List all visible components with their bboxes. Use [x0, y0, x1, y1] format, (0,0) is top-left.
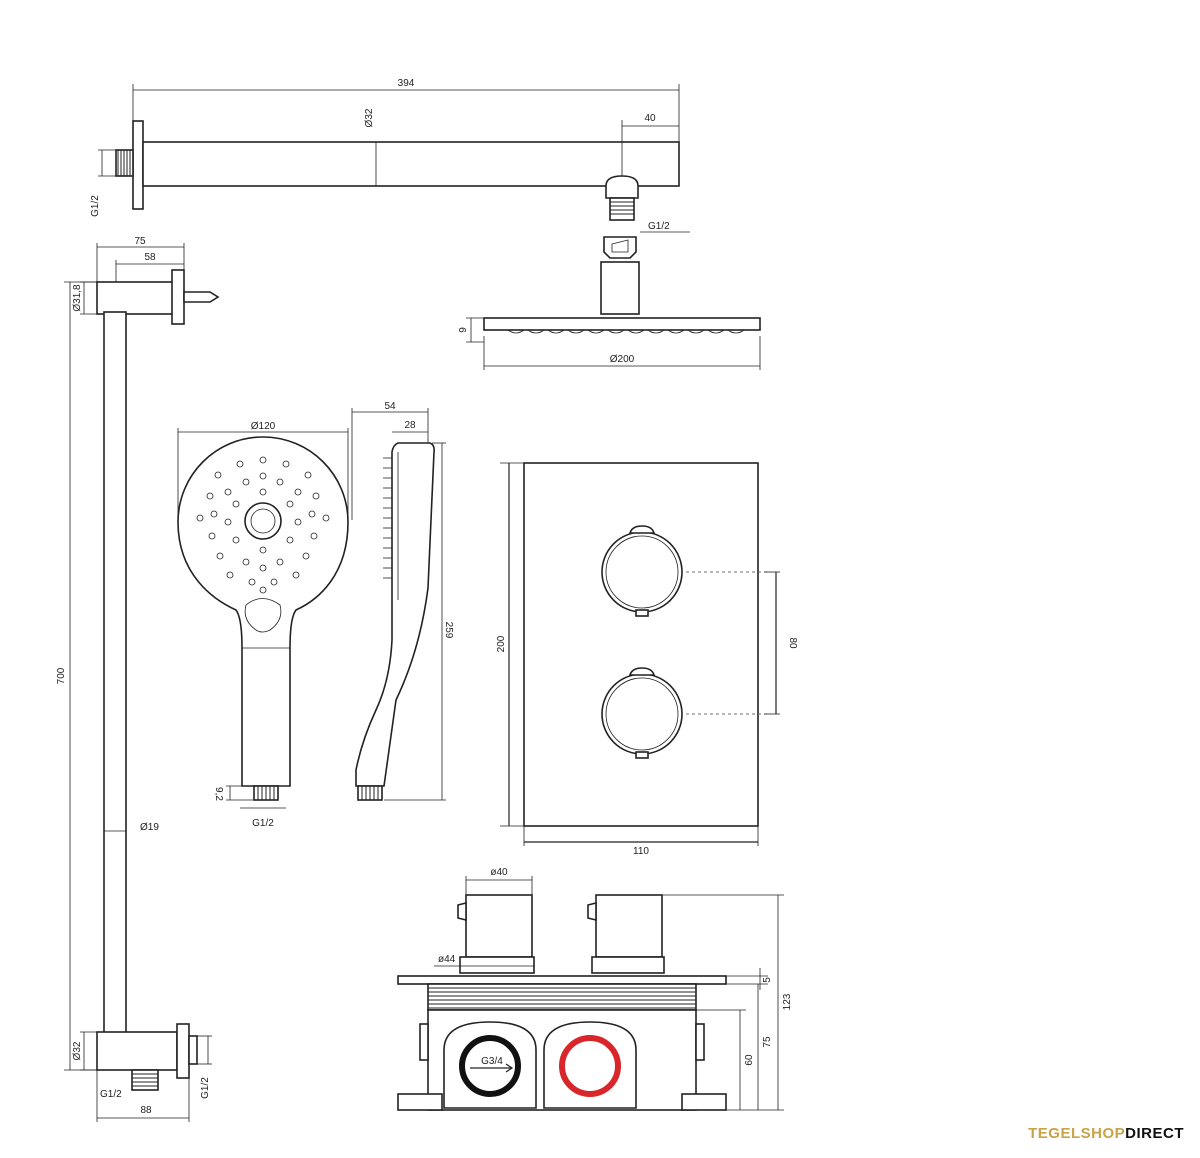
- dim-plate-height: 200: [496, 635, 507, 652]
- brand-part1: TEGELSHOP: [1028, 1125, 1126, 1142]
- shower-arm: [115, 120, 680, 221]
- dim-arm-length: 394: [398, 78, 415, 89]
- dim-hand-depth-inner: 28: [404, 420, 416, 431]
- dim-hand-length: 259: [443, 622, 454, 639]
- hand-shower-front: [177, 436, 349, 801]
- dim-plate-thickness: 5: [762, 977, 773, 983]
- dim-head-thread: G1/2: [648, 221, 670, 232]
- dim-hand-diameter: Ø120: [251, 421, 276, 432]
- slide-rail: [96, 269, 220, 1091]
- plate-dimensions: 200 110 80: [496, 462, 798, 857]
- hot-inlet-ring: [559, 1035, 621, 1097]
- dim-knob-spacing: 80: [787, 637, 798, 649]
- knob-top: [601, 525, 683, 617]
- dim-arm-thread: G1/2: [90, 195, 101, 217]
- dim-holder-diameter: Ø31,8: [72, 284, 83, 312]
- dim-rail-base: Ø32: [72, 1041, 83, 1060]
- dim-total-depth: 123: [782, 993, 793, 1010]
- dim-arm-offset: 40: [644, 113, 656, 124]
- dim-head-diameter: Ø200: [610, 354, 635, 365]
- dim-outlet-thread-left: G1/2: [100, 1089, 122, 1100]
- dim-box-depth: 75: [762, 1036, 773, 1048]
- dim-inlet-thread: G3/4: [481, 1056, 503, 1067]
- rain-shower-head: [483, 236, 761, 334]
- dim-hand-thread: G1/2: [252, 818, 274, 829]
- dim-rail-diameter: Ø19: [140, 822, 159, 833]
- dim-hand-connection: 9,2: [213, 787, 224, 801]
- rail-dimensions: 75 58 Ø31,8 700 Ø19 Ø32 G1/2 G1/2 88: [56, 236, 212, 1122]
- body-dimensions: ø40 ø44 123 5 75 60: [434, 867, 793, 1111]
- dim-plate-width: 110: [633, 846, 649, 857]
- dim-knob-top: ø40: [490, 867, 508, 878]
- hand-side-dimensions: 54 28 259: [351, 401, 454, 801]
- dim-hand-depth: 54: [384, 401, 396, 412]
- thermostat-body: G3/4: [397, 894, 727, 1111]
- brand-part2: DIRECT: [1125, 1125, 1184, 1142]
- hand-shower-nozzles: [196, 456, 330, 594]
- head-dimensions: G1/2 9 Ø200: [458, 221, 761, 370]
- dim-outlet-thread-right: G1/2: [200, 1077, 211, 1099]
- hand-shower-side: [355, 442, 435, 801]
- dim-holder-depth: 75: [134, 236, 146, 247]
- hand-front-dimensions: Ø120 9,2 G1/2: [177, 421, 349, 829]
- brand-logo: TEGELSHOPDIRECT: [1028, 1125, 1184, 1142]
- thermostat-plate: [523, 462, 770, 827]
- dim-rail-length: 700: [56, 667, 67, 684]
- knob-bottom: [601, 667, 683, 759]
- dim-inlet-depth: 60: [744, 1054, 755, 1066]
- dim-arm-diameter: Ø32: [364, 108, 375, 127]
- arm-dimensions: 394 Ø32 40 G1/2: [90, 78, 680, 217]
- dim-outlet-width: 88: [140, 1105, 152, 1116]
- dim-head-thickness: 9: [458, 327, 469, 333]
- dim-knob-base: ø44: [438, 954, 456, 965]
- dim-holder-inner: 58: [144, 252, 156, 263]
